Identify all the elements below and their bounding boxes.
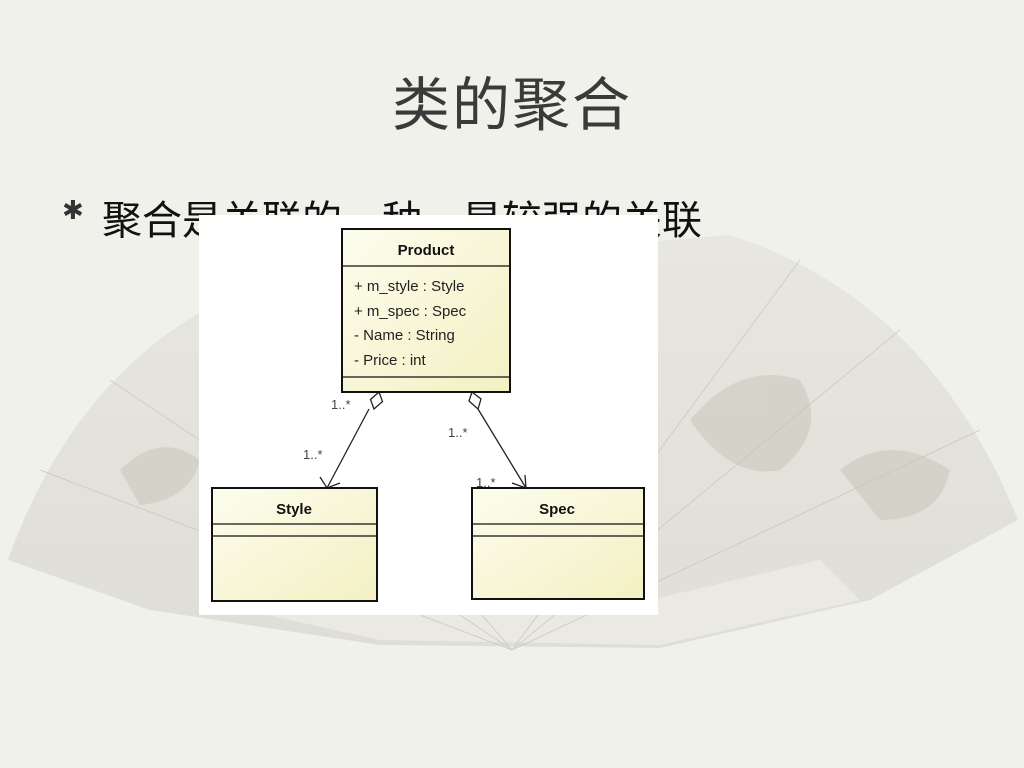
- aggregation-diamond-icon: [468, 390, 482, 411]
- class-style: Style: [211, 487, 378, 602]
- aggregation-diamond-icon: [369, 390, 384, 411]
- bullet-marker-icon: ✱: [62, 196, 84, 226]
- class-attribute: + m_spec : Spec: [354, 303, 467, 320]
- uml-class-diagram: 1..* 1..* 1..* 1..* Product + m_style : …: [199, 215, 658, 615]
- multiplicity-label: 1..*: [476, 475, 496, 490]
- class-name: Product: [398, 242, 455, 259]
- class-name: Style: [276, 501, 312, 518]
- association-product-spec: 1..* 1..*: [448, 390, 527, 490]
- multiplicity-label: 1..*: [331, 397, 351, 412]
- multiplicity-label: 1..*: [303, 447, 323, 462]
- class-attribute: - Name : String: [354, 327, 455, 344]
- class-name: Spec: [539, 501, 575, 518]
- slide-title: 类的聚合: [391, 71, 632, 139]
- multiplicity-label: 1..*: [448, 425, 468, 440]
- class-attribute: - Price : int: [354, 352, 427, 369]
- class-attribute: + m_style : Style: [354, 278, 464, 295]
- class-product: Product + m_style : Style + m_spec : Spe…: [341, 228, 511, 393]
- class-spec: Spec: [471, 487, 645, 600]
- association-product-style: 1..* 1..*: [303, 390, 384, 489]
